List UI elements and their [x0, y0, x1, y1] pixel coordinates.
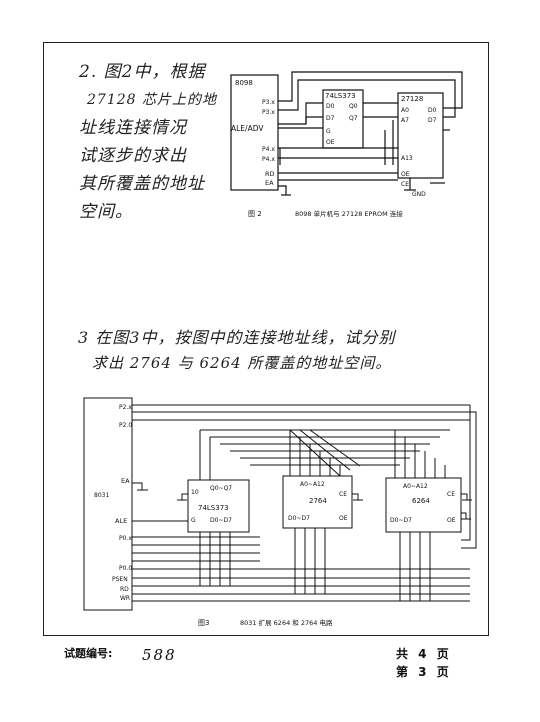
latch-pin: D7: [326, 115, 335, 122]
eprom-2764-block: [282, 475, 353, 529]
figure-2-caption: 8031 扩展 6264 和 2764 电路: [240, 618, 333, 627]
cpu-pin: P2.0: [119, 422, 132, 429]
latch-373-label: 74LS373: [198, 504, 229, 512]
q2-line: 27128 芯片上的地: [87, 92, 217, 108]
eprom-pin: A0: [401, 107, 409, 114]
eprom-pin: A0~A12: [300, 481, 325, 488]
figure-1-caption-number: 图 2: [248, 210, 262, 218]
question-3-line-1: 3 在图3中，按图中的连接地址线，试分别: [78, 328, 396, 347]
cpu-pin: EA: [265, 179, 274, 187]
figure-2-caption-number: 图3: [198, 619, 209, 627]
cpu-pin: P0.x: [119, 535, 132, 542]
sram-6264-label: 6264: [412, 497, 430, 505]
q2-line: 空间。: [79, 202, 133, 222]
cpu-pin: P0.0: [119, 565, 132, 572]
q2-line: 其所覆盖的地址: [79, 174, 205, 194]
cpu-pin: P3.x: [262, 99, 275, 106]
exam-code-value: 588: [142, 646, 177, 664]
gnd-label: GND: [412, 191, 426, 198]
sram-pin: A0~A12: [403, 483, 428, 490]
q2-line: 2. 图2中，根据: [79, 62, 206, 82]
cpu-pin: P4.x: [262, 156, 275, 163]
page-total: 共 4 页: [396, 647, 449, 661]
latch-pin: 10: [191, 489, 199, 496]
eprom-pin: A7: [401, 117, 409, 124]
eprom-27128-label: 27128: [401, 95, 423, 103]
cpu-pin: ALE/ADV: [231, 124, 264, 133]
cpu-pin: P4.x: [262, 146, 275, 153]
cpu-8098-label: 8098: [235, 79, 253, 87]
eprom-pin: OE: [339, 515, 348, 522]
eprom-pin: D0~D7: [288, 515, 310, 522]
eprom-pin: CE: [339, 491, 347, 498]
latch-pin: D0: [326, 103, 335, 110]
latch-pin: Q0~Q7: [210, 485, 232, 492]
cpu-8098-block: [230, 74, 279, 191]
cpu-8031-block: [83, 397, 133, 611]
cpu-pin: P2.x: [119, 404, 132, 411]
cpu-pin: P3.x: [262, 109, 275, 116]
latch-pin: OE: [326, 139, 335, 146]
eprom-pin: D7: [428, 117, 437, 124]
latch-pin: D0~D7: [210, 517, 232, 524]
latch-pin: G: [191, 517, 196, 524]
cpu-pin: RD: [120, 586, 129, 593]
cpu-pin: EA: [121, 477, 130, 485]
question-2-text: 2. 图2中，根据 27128 芯片上的地 址线连接情况 试逐步的求出 其所覆盖…: [79, 58, 229, 226]
q2-line: 址线连接情况: [79, 118, 187, 138]
cpu-pin: WR: [120, 595, 130, 602]
eprom-2764-label: 2764: [309, 497, 327, 505]
eprom-pin: D0: [428, 107, 437, 114]
latch-pin: Q7: [349, 115, 358, 122]
sram-pin: CE: [447, 491, 455, 498]
eprom-pin: OE: [401, 171, 410, 178]
q2-line: 试逐步的求出: [79, 146, 187, 166]
sram-pin: D0~D7: [390, 517, 412, 524]
sram-pin: OE: [447, 517, 456, 524]
cpu-pin: RD: [265, 170, 275, 178]
figure-1-caption: 8098 单片机与 27128 EPROM 连接: [295, 209, 403, 218]
latch-373-block: [187, 479, 250, 533]
page-current: 第 3 页: [396, 665, 449, 679]
cpu-pin: ALE: [115, 517, 127, 525]
cpu-8031-label: 8031: [94, 492, 109, 499]
page-frame: [43, 42, 489, 636]
eprom-27128-block: [397, 92, 444, 179]
eprom-pin: A13: [401, 155, 413, 162]
eprom-pin: CE: [401, 181, 409, 188]
latch-pin: Q0: [349, 103, 358, 110]
cpu-pin: PSEN: [112, 576, 128, 583]
latch-pin: G: [326, 128, 331, 135]
latch-373-label: 74LS373: [325, 92, 356, 100]
question-3-line-2: 求出 2764 与 6264 所覆盖的地址空间。: [92, 354, 392, 372]
sram-6264-block: [385, 477, 462, 533]
exam-code-label: 试题编号:: [64, 647, 113, 660]
